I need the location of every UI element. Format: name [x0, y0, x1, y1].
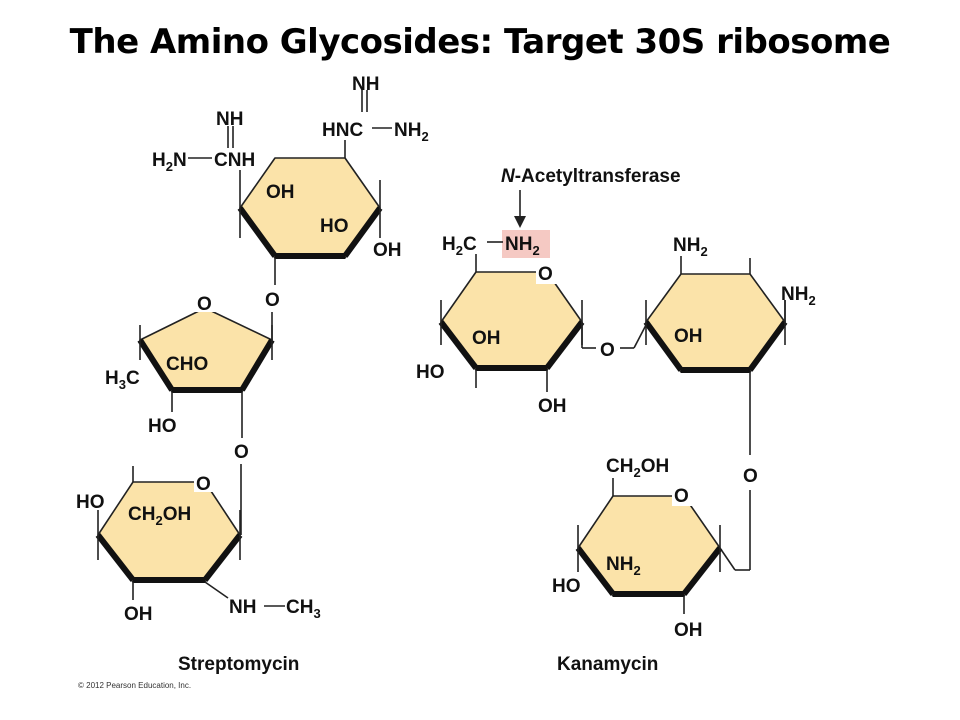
kana-bottom-o: O	[674, 486, 689, 507]
strep-link-o1: O	[265, 290, 280, 311]
strep-ch2oh: CH2OH	[128, 504, 191, 528]
strep-nh: NH	[229, 597, 256, 618]
kana-left-o: O	[538, 264, 553, 285]
strep-mid-ho: HO	[148, 416, 177, 437]
slide-title: The Amino Glycosides: Target 30S ribosom…	[69, 22, 891, 62]
strep-bottom-oh: OH	[124, 604, 153, 625]
kana-bottom-nh2: NH2	[606, 554, 641, 578]
kana-bottom-ho: HO	[552, 576, 581, 597]
kanamycin-caption: Kanamycin	[557, 654, 658, 675]
strep-hnc: HNC	[322, 120, 363, 141]
strep-top-oh-right: OH	[373, 240, 402, 261]
kana-right-nh2-top: NH2	[673, 235, 708, 259]
kana-right-oh-inner: OH	[674, 326, 703, 347]
kanamycin-structure: N-Acetyltransferase H2C NH2 O OH HO OH	[416, 166, 816, 675]
enzyme-label: N-Acetyltransferase	[501, 166, 681, 187]
copyright-notice: © 2012 Pearson Education, Inc.	[78, 681, 191, 690]
kana-h2c: H2C	[442, 234, 477, 258]
strep-bottom-ho-left: HO	[76, 492, 105, 513]
streptomycin-structure: NH HNC NH2 NH H2N CNH OH HO OH O O CHO H…	[76, 74, 429, 675]
kanamycin-right-ring	[645, 273, 786, 373]
strep-cho: CHO	[166, 354, 208, 375]
kana-link-o1: O	[600, 340, 615, 361]
kana-bottom-ch2oh: CH2OH	[606, 456, 669, 480]
kanamycin-left-ring	[440, 271, 583, 371]
strep-nh2-right: NH2	[394, 120, 429, 144]
kana-nh2-target: NH2	[505, 234, 540, 258]
strep-bottom-o: O	[196, 474, 211, 495]
kana-link-o2: O	[743, 466, 758, 487]
strep-h3c: H3C	[105, 368, 140, 392]
streptomycin-caption: Streptomycin	[178, 654, 299, 675]
kana-left-oh-inner: OH	[472, 328, 501, 349]
streptomycin-top-ring	[239, 157, 381, 259]
strep-ch3: CH3	[286, 597, 321, 621]
strep-nh-top: NH	[352, 74, 379, 95]
acetylation-site-highlight	[502, 230, 550, 258]
kana-bottom-oh: OH	[674, 620, 703, 641]
strep-cnh: CNH	[214, 150, 255, 171]
strep-nh-left: NH	[216, 109, 243, 130]
kana-right-nh2-right: NH2	[781, 284, 816, 308]
strep-top-oh-inner: OH	[266, 182, 295, 203]
strep-top-ho-inner: HO	[320, 216, 349, 237]
kana-left-ho: HO	[416, 362, 445, 383]
streptomycin-middle-ring	[139, 307, 273, 393]
strep-h2n: H2N	[152, 150, 187, 174]
kanamycin-bottom-ring	[577, 495, 721, 597]
strep-mid-o: O	[197, 294, 212, 315]
kana-left-oh-bottom: OH	[538, 396, 567, 417]
strep-link-o2: O	[234, 442, 249, 463]
